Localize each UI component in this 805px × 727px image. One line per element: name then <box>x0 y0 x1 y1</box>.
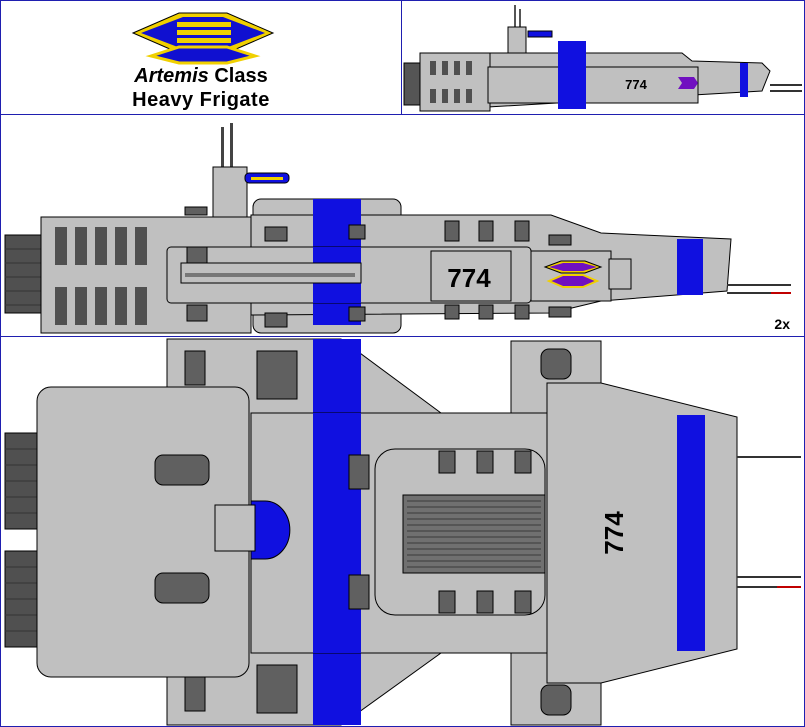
ship-type-title: Heavy Frigate <box>132 89 270 111</box>
side-hull-number: 774 <box>447 263 491 293</box>
class-suffix: Class <box>208 65 268 87</box>
ship-side-view-drawing: 774 <box>4 123 791 334</box>
top-hull-number: 774 <box>599 511 629 555</box>
thumbnail-side-view: 774 <box>401 0 805 115</box>
top-view-panel: 774 <box>0 336 805 727</box>
scale-label: 2x <box>774 316 790 332</box>
side-emblem-icon <box>543 260 603 288</box>
title-panel: Artemis Class Heavy Frigate <box>0 0 402 115</box>
side-view-panel: 774 2x <box>0 114 805 337</box>
ship-top-view-drawing: 774 <box>4 338 801 726</box>
ship-class-title: Artemis Class <box>111 65 291 88</box>
class-name: Artemis <box>134 65 209 87</box>
insignia-emblem-icon <box>131 12 275 65</box>
ship-thumbnail-drawing: 774 <box>403 5 802 112</box>
thumb-hull-number: 774 <box>625 77 647 92</box>
